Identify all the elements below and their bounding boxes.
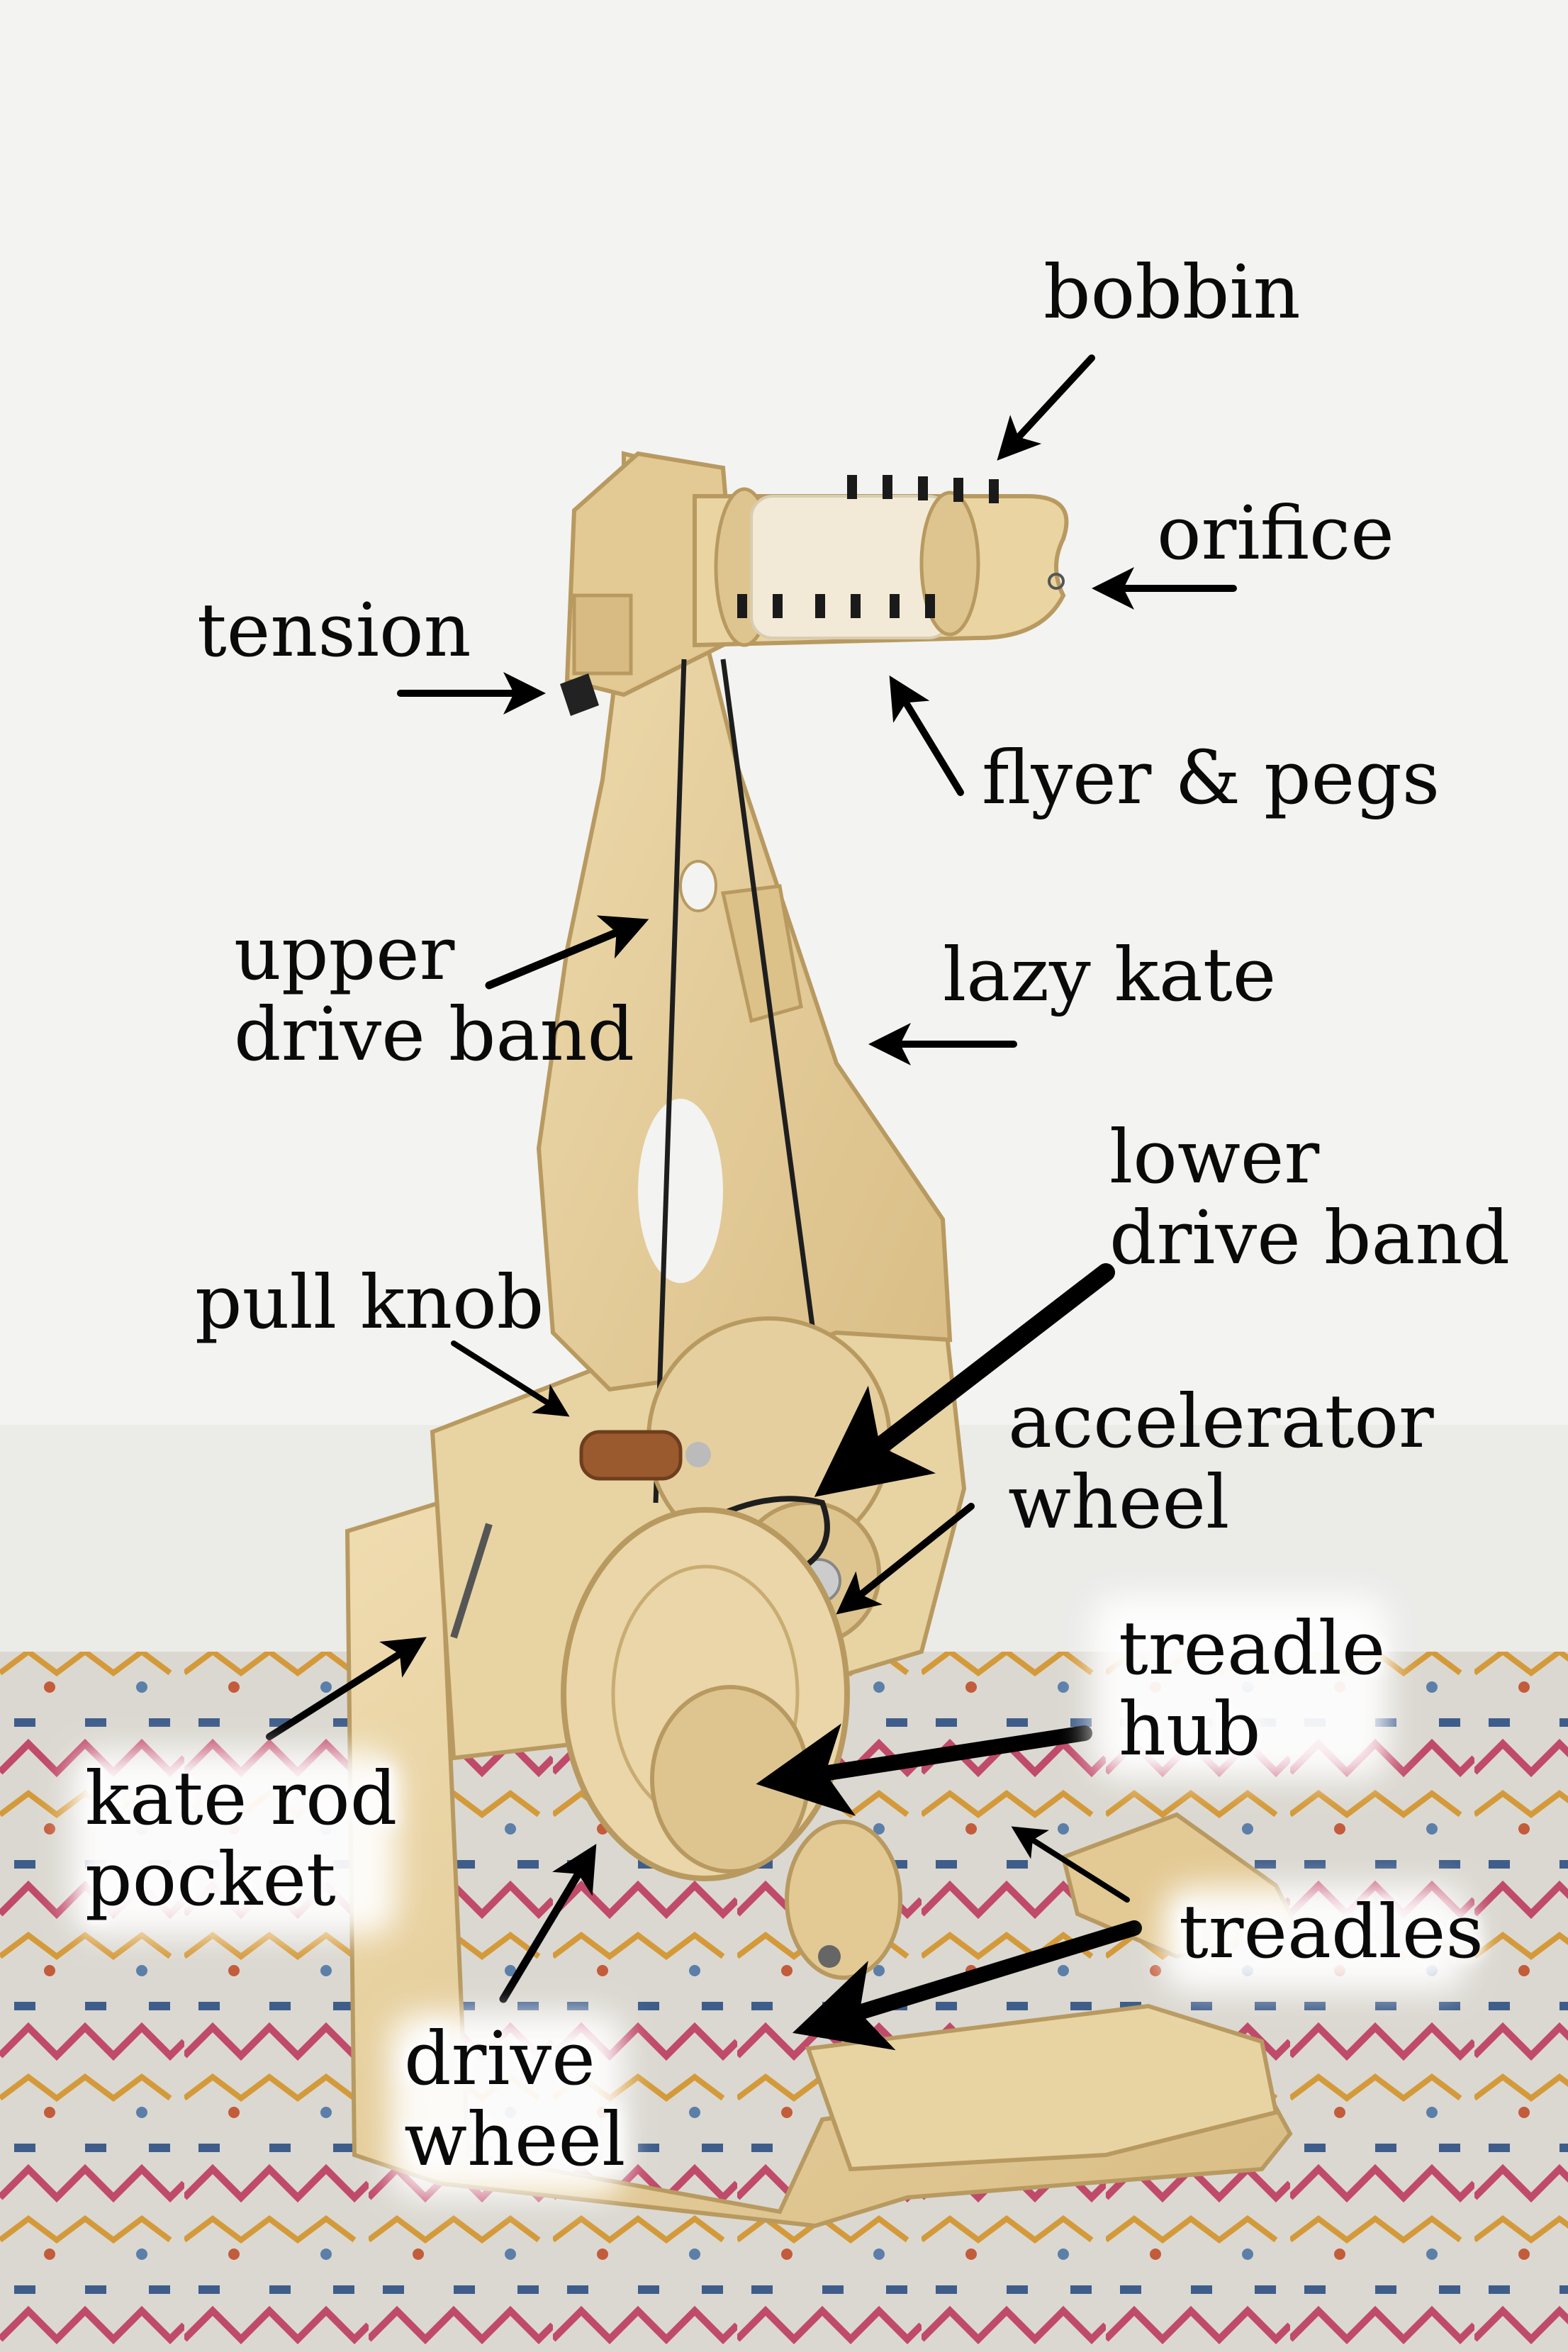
label-treadles-text: treadles — [1179, 1888, 1484, 1975]
arrow-kate-rod-pocket — [266, 1637, 427, 1740]
orifice-hook — [1048, 573, 1065, 590]
treadle-hub-lower — [785, 1820, 902, 1980]
label-upper-drive-band: upper drive band — [234, 913, 634, 1075]
arrow-lower-drive-band — [814, 1263, 1115, 1497]
label-treadle-hub: treadle hub — [1119, 1608, 1385, 1769]
label-treadles: treadles — [1179, 1891, 1484, 1972]
label-kate-rod-pocket-line2: pocket — [85, 1836, 336, 1922]
treadle-pivot — [818, 1945, 841, 1968]
label-lower-drive-band-line2: drive band — [1109, 1194, 1511, 1281]
label-upper-drive-band-line2: drive band — [234, 991, 635, 1077]
label-lazy-kate: lazy kate — [943, 934, 1276, 1015]
label-kate-rod-pocket: kate rod pocket — [85, 1758, 397, 1920]
label-accelerator-wheel-line1: accelerator — [1008, 1378, 1434, 1465]
glow-treadle-hub — [1092, 1595, 1389, 1779]
label-lazy-kate-text: lazy kate — [943, 931, 1277, 1018]
glow-drive-wheel — [390, 2013, 624, 2197]
arrow-treadle-hub — [756, 1723, 1092, 1816]
label-lower-drive-band-line1: lower — [1109, 1114, 1320, 1200]
tension-knob — [560, 673, 599, 716]
label-flyer-pegs: flyer & pegs — [982, 737, 1440, 818]
treadle-front — [805, 2003, 1279, 2172]
label-bobbin: bobbin — [1043, 252, 1301, 332]
flyer-pegs — [737, 475, 999, 618]
arrow-flyer-pegs — [889, 675, 964, 796]
label-drive-wheel: drive wheel — [404, 2018, 625, 2180]
label-drive-wheel-line1: drive — [404, 2015, 595, 2102]
label-tension-text: tension — [197, 587, 471, 673]
label-treadle-hub-line1: treadle — [1119, 1605, 1386, 1691]
mast-window — [638, 1099, 723, 1283]
label-accelerator-wheel-line2: wheel — [1008, 1459, 1230, 1545]
upper-drive-band-right — [720, 659, 818, 1348]
label-tension: tension — [197, 590, 471, 671]
label-flyer-pegs-text: flyer & pegs — [982, 734, 1440, 821]
label-treadle-hub-line2: hub — [1119, 1686, 1261, 1772]
arrow-pull-knob — [451, 1340, 570, 1417]
arrow-bobbin — [997, 354, 1095, 461]
arrow-treadles-lower — [792, 1920, 1142, 2051]
arrow-accelerator-wheel — [836, 1503, 975, 1615]
label-kate-rod-pocket-line1: kate rod — [85, 1755, 398, 1842]
pull-knob-cap — [685, 1442, 711, 1467]
kate-rod — [450, 1523, 493, 1639]
bobbin-flange-right — [919, 491, 980, 637]
pull-knob — [579, 1430, 683, 1481]
upper-drive-band-left — [653, 659, 687, 1503]
label-orifice: orifice — [1157, 493, 1394, 573]
arrows — [266, 354, 1237, 2051]
arrow-drive-wheel — [499, 1844, 597, 2003]
label-pull-knob-text: pull knob — [195, 1259, 544, 1345]
label-lower-drive-band: lower drive band — [1109, 1116, 1510, 1278]
glow-kate-rod-pocket — [71, 1751, 397, 1935]
tension-block — [572, 593, 633, 676]
label-bobbin-text: bobbin — [1043, 249, 1301, 335]
label-pull-knob: pull knob — [195, 1262, 544, 1343]
label-drive-wheel-line2: wheel — [404, 2096, 626, 2183]
glow-treadles — [1163, 1886, 1467, 1992]
label-orifice-text: orifice — [1157, 490, 1394, 576]
label-accelerator-wheel: accelerator wheel — [1008, 1381, 1434, 1542]
arrow-upper-drive-band — [485, 915, 649, 990]
arrow-treadles-upper — [1011, 1826, 1130, 1903]
label-upper-drive-band-line1: upper — [234, 910, 455, 997]
mast-hole — [679, 860, 717, 912]
